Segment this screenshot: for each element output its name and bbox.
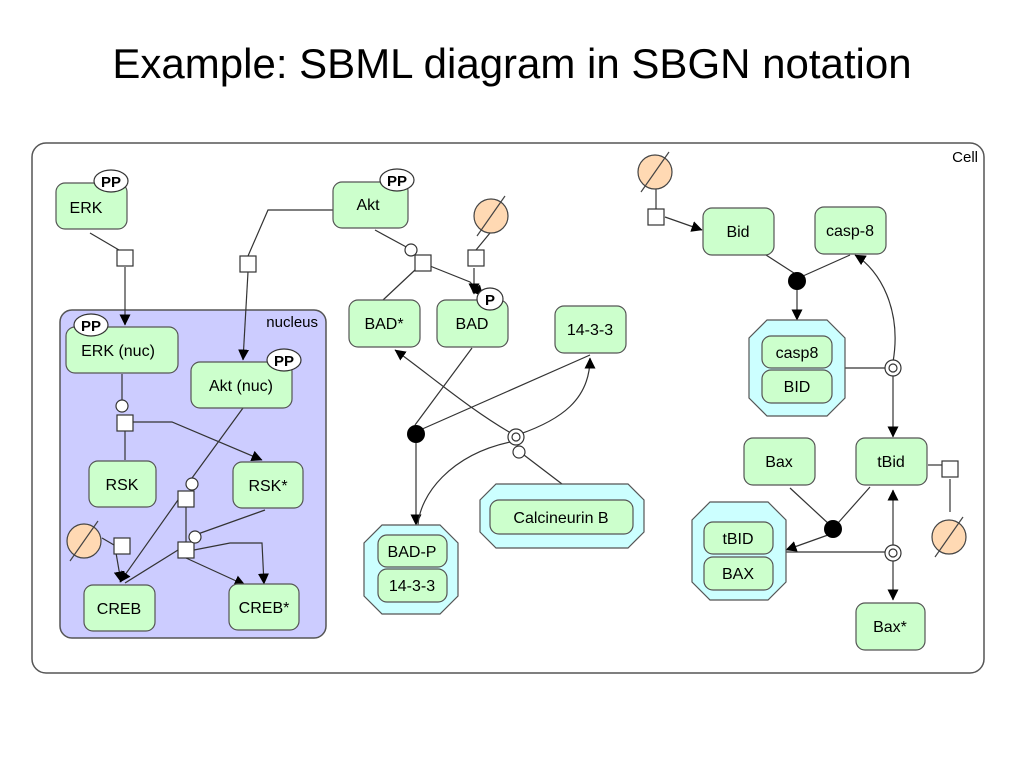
process-creb-production — [113, 537, 131, 555]
cell-label: Cell — [952, 149, 978, 166]
label-akt: Akt — [356, 197, 380, 214]
subunit-14-3-3 — [377, 568, 448, 603]
subunit-bad-p — [377, 534, 448, 568]
dissociation-bad-complex — [507, 428, 525, 446]
label-rsk: RSK — [106, 477, 139, 494]
nucleus-label: nucleus — [266, 314, 318, 331]
label-casp-8: casp-8 — [826, 223, 874, 240]
label-akt-nuc: Akt (nuc) — [209, 378, 273, 395]
node-casp-8[interactable] — [814, 206, 887, 255]
label-complex-tbid: tBID — [722, 531, 753, 548]
catalysis-erk-nuc — [115, 399, 129, 413]
node-creb[interactable] — [83, 584, 156, 632]
state-variable-bad — [476, 287, 504, 311]
node-creb-star[interactable] — [228, 583, 300, 631]
subunit-calcineurin-b — [489, 499, 634, 535]
node-erk-nuc[interactable] — [65, 326, 179, 374]
node-bad-star[interactable] — [348, 299, 421, 348]
state-variable-label: PP — [101, 174, 121, 191]
state-variable-labels: PP PP PP PP P — [81, 173, 495, 370]
state-variable-label: P — [485, 292, 495, 309]
node-14-3-3[interactable] — [554, 305, 627, 354]
subunit-bax — [703, 556, 774, 591]
state-variable-akt-nuc — [266, 348, 302, 372]
state-variables — [73, 168, 504, 372]
catalysis-markers — [115, 243, 526, 544]
state-variable-label: PP — [274, 353, 294, 370]
node-erk[interactable] — [55, 182, 128, 230]
process-bid-production — [647, 208, 665, 226]
catalysis-akt-nuc — [185, 477, 199, 491]
empty-set-icon — [637, 151, 673, 193]
subunit-tbid — [703, 521, 774, 555]
catalysis-akt — [404, 243, 418, 257]
catalysis-calcineurin — [512, 445, 526, 459]
label-tbid: tBid — [877, 454, 905, 471]
node-akt-nuc[interactable] — [190, 361, 293, 409]
process-creb-phosphorylation-2 — [177, 541, 195, 559]
label-creb: CREB — [97, 601, 141, 618]
dissociation-tbid-complex — [884, 544, 902, 562]
association-bad-1433 — [407, 425, 425, 443]
label-bad-star: BAD* — [364, 316, 403, 333]
state-variable-erk-nuc — [73, 313, 109, 337]
label-casp8: casp8 — [776, 345, 819, 362]
node-bax[interactable] — [743, 437, 816, 486]
association-tbid-bax — [824, 520, 842, 538]
empty-set-icon — [66, 520, 102, 562]
node-tbid[interactable] — [855, 437, 928, 486]
state-variable-label: PP — [387, 173, 407, 190]
state-variable-label: PP — [81, 318, 101, 335]
label-creb-star: CREB* — [239, 600, 290, 617]
dissociation-casp-complex — [884, 359, 902, 377]
label-erk: ERK — [70, 200, 103, 217]
process-bad-production — [467, 249, 485, 267]
source-sink-nodes — [66, 151, 967, 562]
node-rsk-star[interactable] — [232, 461, 304, 509]
process-erk-transport — [116, 249, 134, 267]
state-variable-erk — [93, 169, 129, 193]
process-akt-transport — [239, 255, 257, 273]
slide-title: Example: SBML diagram in SBGN notation — [112, 40, 912, 87]
label-bax: Bax — [765, 454, 793, 471]
complex-subunits — [377, 335, 833, 603]
process-rsk-phosphorylation — [116, 414, 134, 432]
node-rsk[interactable] — [88, 460, 157, 508]
label-14-3-3: 14-3-3 — [567, 322, 613, 339]
association-bid-casp8 — [788, 272, 806, 290]
label-complex-bax: BAX — [722, 566, 754, 583]
edges — [89, 188, 951, 601]
label-complex-14-3-3: 14-3-3 — [389, 578, 435, 595]
process-nodes — [113, 208, 959, 559]
process-tbid-degradation — [941, 460, 959, 478]
empty-set-icon — [473, 195, 509, 237]
label-calcineurin-b: Calcineurin B — [513, 510, 608, 527]
label-bid: Bid — [726, 224, 749, 241]
macromolecules — [55, 181, 928, 651]
label-rsk-star: RSK* — [248, 478, 287, 495]
catalysis-rsk-star — [188, 530, 202, 544]
node-bax-star[interactable] — [855, 602, 926, 651]
dissociation-nodes — [507, 359, 902, 562]
subunit-bid — [761, 369, 833, 404]
label-bad: BAD — [456, 316, 489, 333]
state-variable-akt — [379, 168, 415, 192]
label-complex-bid: BID — [784, 379, 811, 396]
process-creb-phosphorylation-1 — [177, 490, 195, 508]
label-bad-p: BAD-P — [388, 544, 437, 561]
label-bax-star: Bax* — [873, 619, 907, 636]
node-akt[interactable] — [332, 181, 409, 229]
node-labels: ERK Akt ERK (nuc) Akt (nuc) RSK RSK* CRE… — [70, 197, 907, 636]
label-erk-nuc: ERK (nuc) — [81, 343, 155, 360]
node-bid[interactable] — [702, 207, 775, 256]
process-bad-phosphorylation — [414, 254, 432, 272]
association-nodes — [407, 272, 842, 538]
empty-set-icon — [931, 516, 967, 558]
node-bad[interactable] — [436, 299, 509, 348]
subunit-casp8 — [761, 335, 833, 369]
